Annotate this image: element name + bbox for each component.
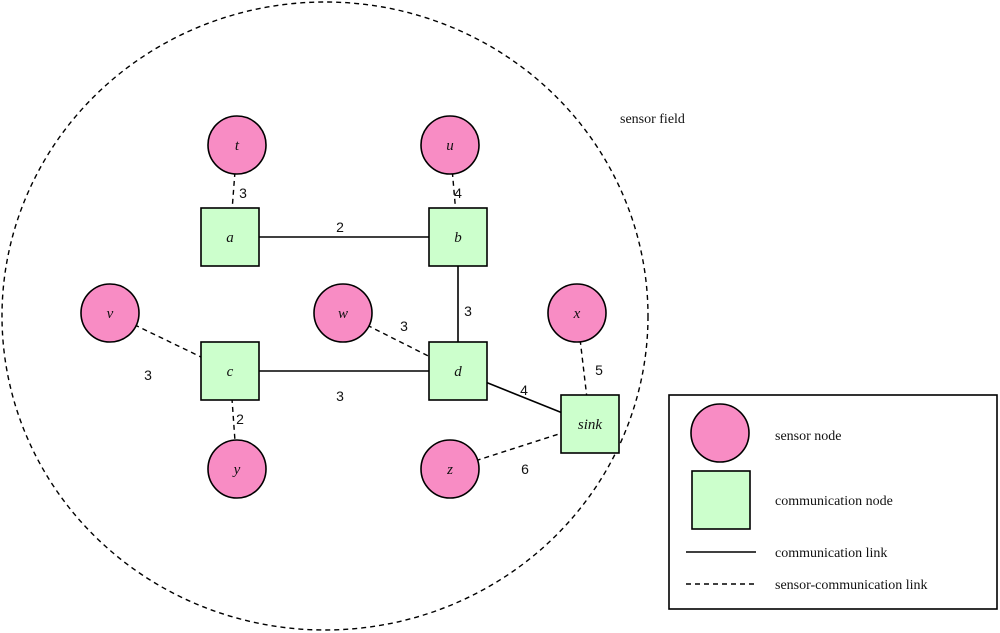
communication-node-b	[428, 207, 488, 267]
legend-sensor-node-swatch	[690, 403, 750, 463]
node-label-sink: sink	[578, 417, 603, 433]
node-label-b: b	[454, 230, 462, 246]
edge-z-sink	[449, 423, 591, 470]
node-label-y: y	[232, 462, 241, 478]
node-label-v: v	[107, 306, 114, 322]
node-label-t: t	[235, 138, 240, 154]
sensor-node-u	[420, 115, 480, 175]
edge-weight-x-sink: 5	[595, 362, 603, 378]
legend-communication-node-label: communication node	[775, 494, 893, 509]
nodes-layer: t u v w x y z a b c d sink	[80, 115, 620, 499]
communication-node-d	[428, 341, 488, 401]
edge-weight-w-d: 3	[400, 318, 408, 334]
edge-weight-z-sink: 6	[521, 461, 529, 477]
sensor-field-boundary	[1, 1, 649, 631]
edge-weight-c-d: 3	[336, 388, 344, 404]
edge-weight-d-sink: 4	[520, 382, 528, 398]
node-label-a: a	[226, 230, 234, 246]
sensor-field-label: sensor field	[620, 112, 685, 127]
sensor-node-w	[313, 283, 373, 343]
node-label-u: u	[446, 138, 454, 154]
sensor-node-x	[547, 283, 607, 343]
edge-weight-v-c: 3	[144, 367, 152, 383]
edge-weight-c-y: 2	[236, 411, 244, 427]
node-label-c: c	[227, 364, 234, 380]
edge-weight-u-b: 4	[454, 185, 462, 201]
sensor-node-z	[420, 439, 480, 499]
node-label-z: z	[446, 462, 453, 478]
node-label-w: w	[338, 306, 348, 322]
edge-weight-b-d: 3	[464, 303, 472, 319]
sensor-node-v	[80, 283, 140, 343]
node-label-d: d	[454, 364, 462, 380]
communication-node-a	[200, 207, 260, 267]
legend-communication-link-label: communication link	[775, 546, 887, 561]
sensor-node-y	[207, 439, 267, 499]
legend-communication-node-swatch	[691, 470, 751, 530]
legend-sensor-communication-link-label: sensor-communication link	[775, 578, 928, 593]
communication-node-sink	[560, 394, 620, 454]
node-label-x: x	[573, 306, 581, 322]
communication-node-c	[200, 341, 260, 401]
legend: sensor node communication node communica…	[668, 394, 998, 610]
edge-weight-a-b: 2	[336, 219, 344, 235]
legend-sensor-node-label: sensor node	[775, 429, 842, 444]
sensor-node-t	[207, 115, 267, 175]
edge-weight-t-a: 3	[239, 185, 247, 201]
